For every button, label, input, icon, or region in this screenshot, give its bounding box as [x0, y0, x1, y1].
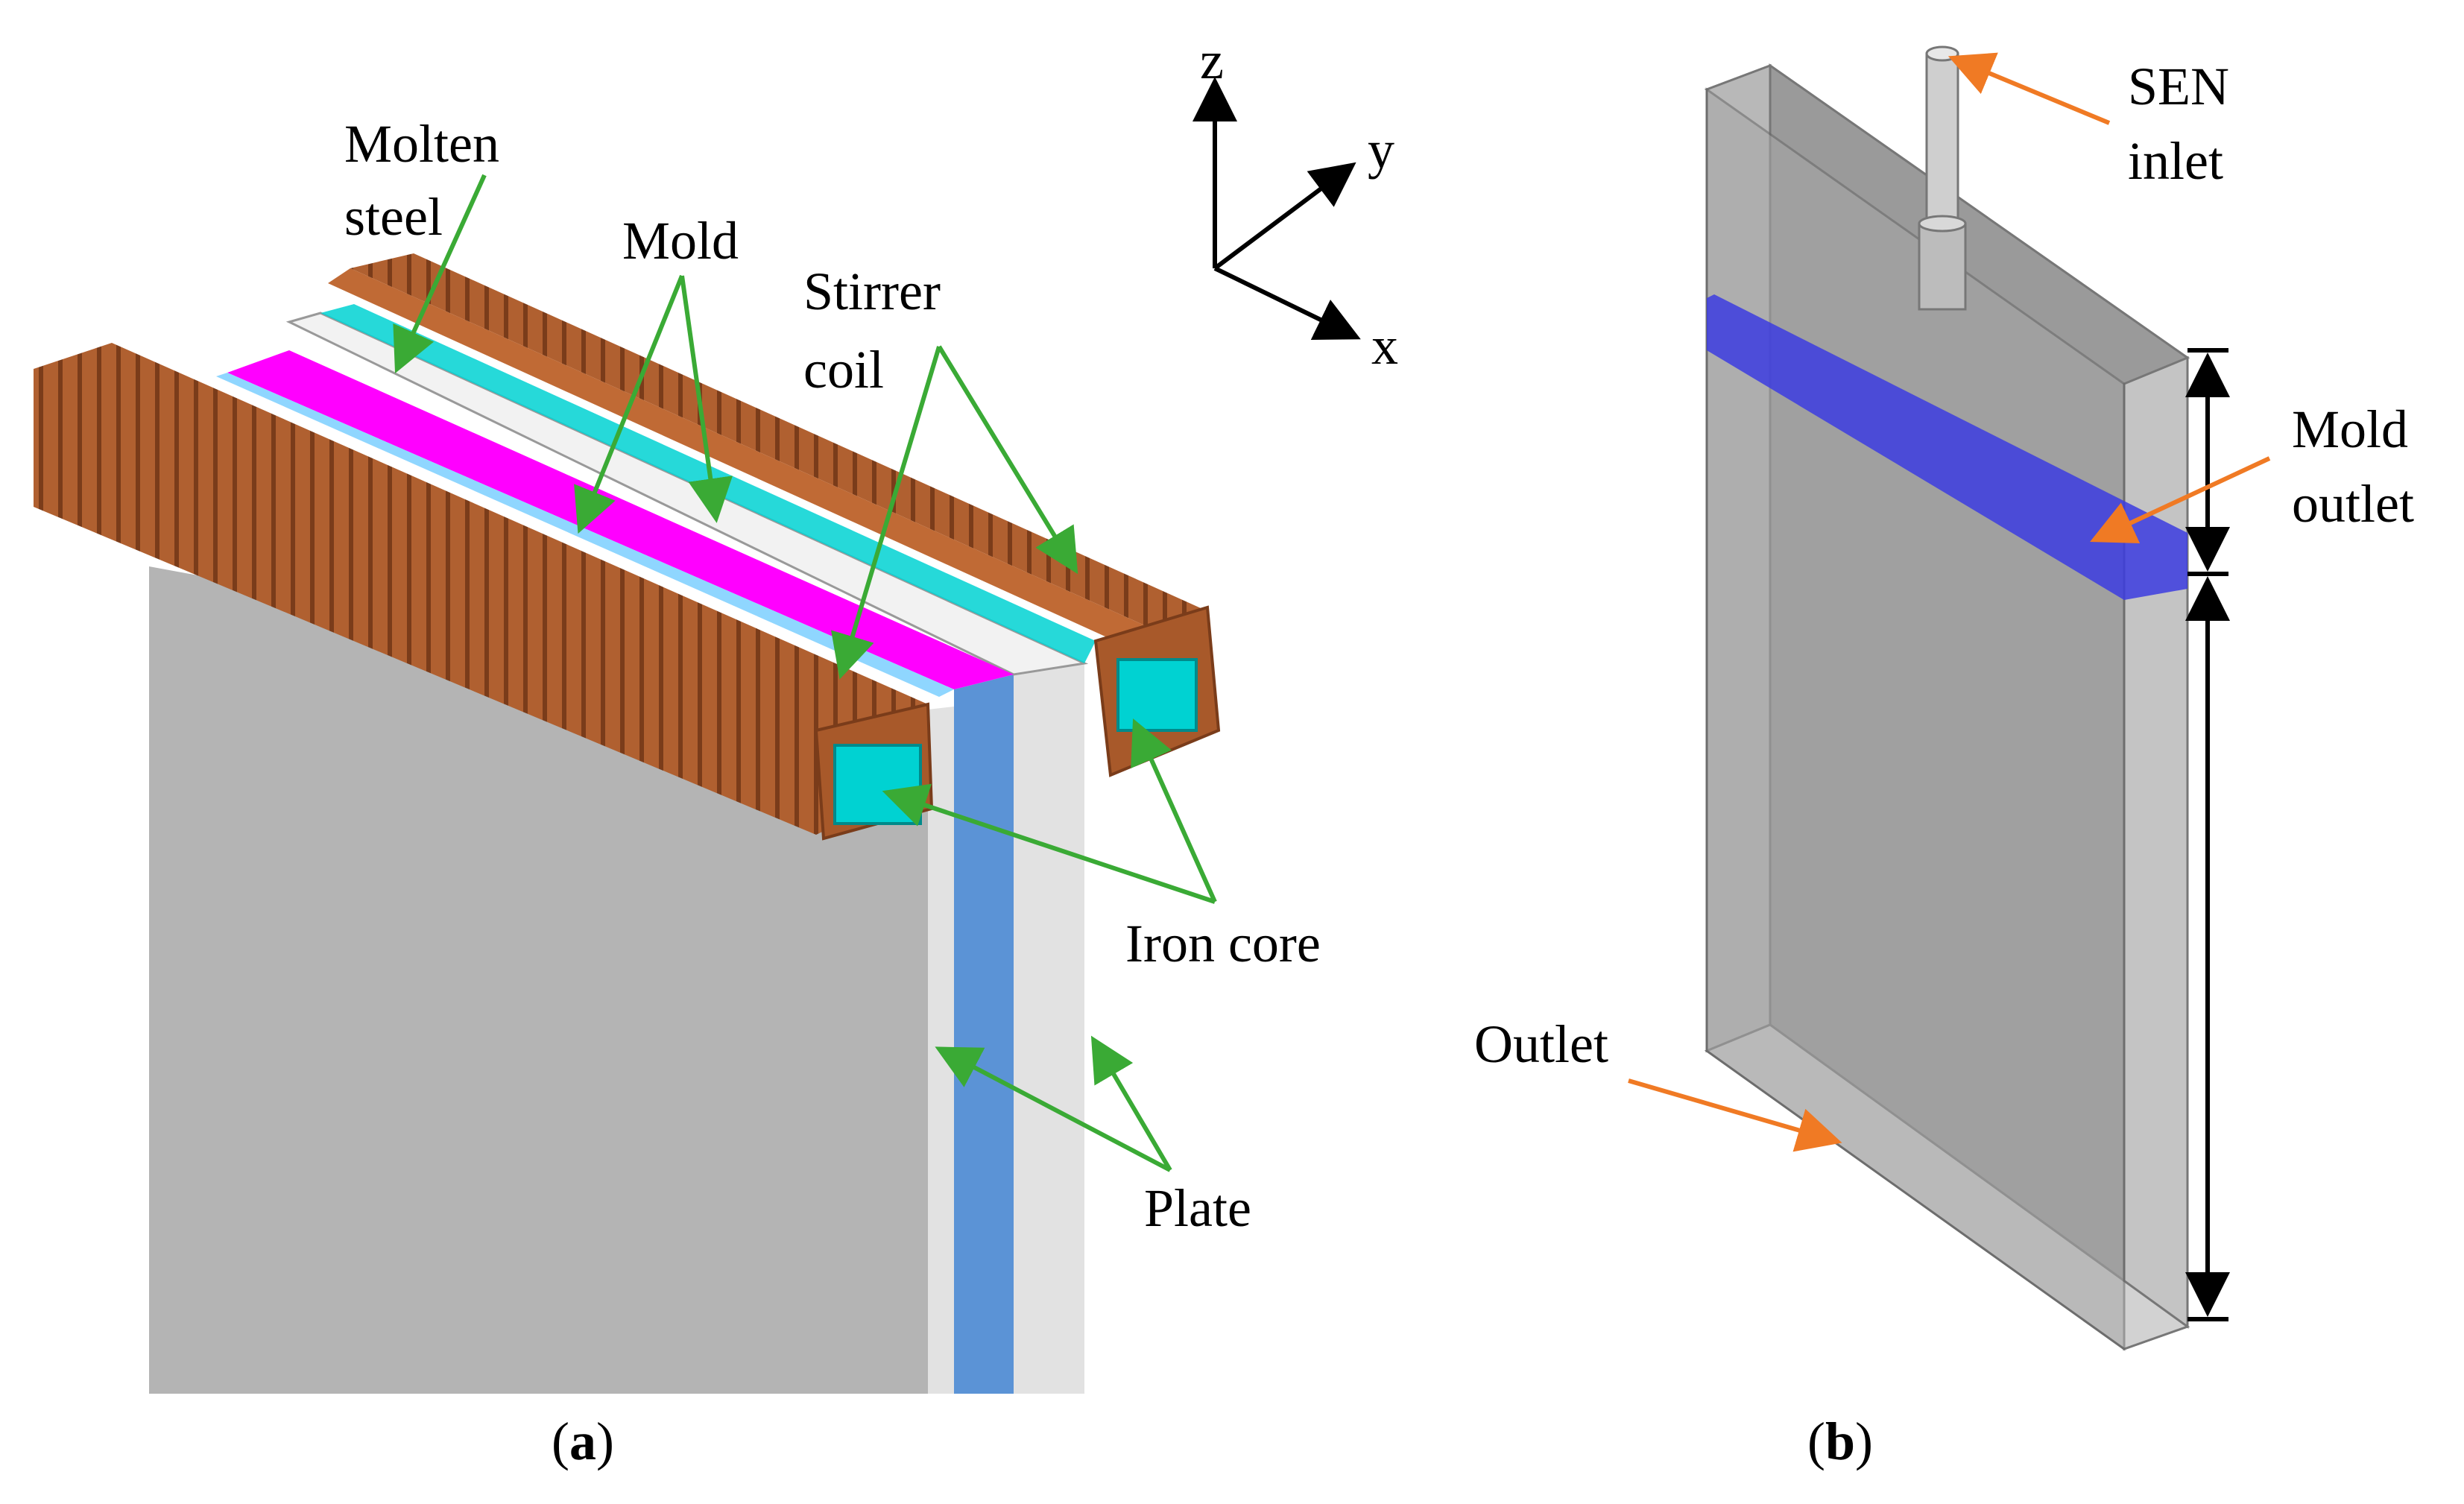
arrow-mold-2 [680, 275, 733, 523]
label-sen: SEN [2128, 57, 2229, 116]
label-outlet-b: outlet [2292, 474, 2414, 534]
label-coil: coil [803, 340, 884, 399]
arrow-outlet [1628, 1078, 1842, 1152]
caption-b: (b) [1807, 1412, 1873, 1471]
arrow-plate-2 [1090, 1035, 1172, 1172]
arrow-mold-1 [574, 274, 684, 534]
molten-steel-surface [227, 350, 1014, 689]
arrow-sen-inlet [1947, 52, 2111, 125]
arrow-iron-core-2 [1131, 718, 1217, 903]
arrow-iron-core-1 [882, 783, 1216, 904]
label-mold: Mold [622, 211, 739, 271]
arrow-molten-steel [393, 174, 487, 373]
dimension-lines [2185, 348, 2230, 1321]
mold-outlet-band [1707, 294, 2187, 600]
green-arrows [393, 174, 1217, 1172]
axis-z-label: z [1200, 31, 1224, 90]
label-mold-b: Mold [2292, 399, 2408, 459]
plate-strip-right [1014, 663, 1084, 1394]
label-iron-core: Iron core [1125, 914, 1321, 973]
axes [1192, 77, 1361, 340]
orange-arrows [1628, 52, 2271, 1152]
arrow-coil-1 [831, 346, 941, 680]
panel-a: Molten steel Mold Stirrer coil Iron core… [34, 31, 1398, 1471]
axis-y [1213, 162, 1356, 271]
label-steel: steel [344, 187, 443, 247]
label-outlet: Outlet [1474, 1014, 1608, 1074]
arrow-mold-outlet [2090, 456, 2271, 543]
label-stirrer: Stirrer [803, 262, 941, 321]
label-molten: Molten [344, 114, 499, 174]
arrow-plate-1 [935, 1046, 1172, 1172]
label-plate: Plate [1144, 1178, 1251, 1238]
sen-tube [1918, 45, 1967, 311]
label-inlet: inlet [2128, 131, 2223, 191]
panel-b: SEN inlet Mold outlet Outlet (b) [1474, 45, 2414, 1471]
mold-blue-strip [954, 674, 1014, 1394]
arrow-coil-2 [937, 345, 1078, 575]
axis-x [1213, 266, 1361, 340]
axis-x-label: x [1371, 316, 1398, 376]
caption-a: (a) [552, 1412, 614, 1471]
axis-y-label: y [1368, 120, 1394, 180]
mold-rim [216, 373, 954, 697]
back-stirrer-coil [328, 253, 1221, 777]
